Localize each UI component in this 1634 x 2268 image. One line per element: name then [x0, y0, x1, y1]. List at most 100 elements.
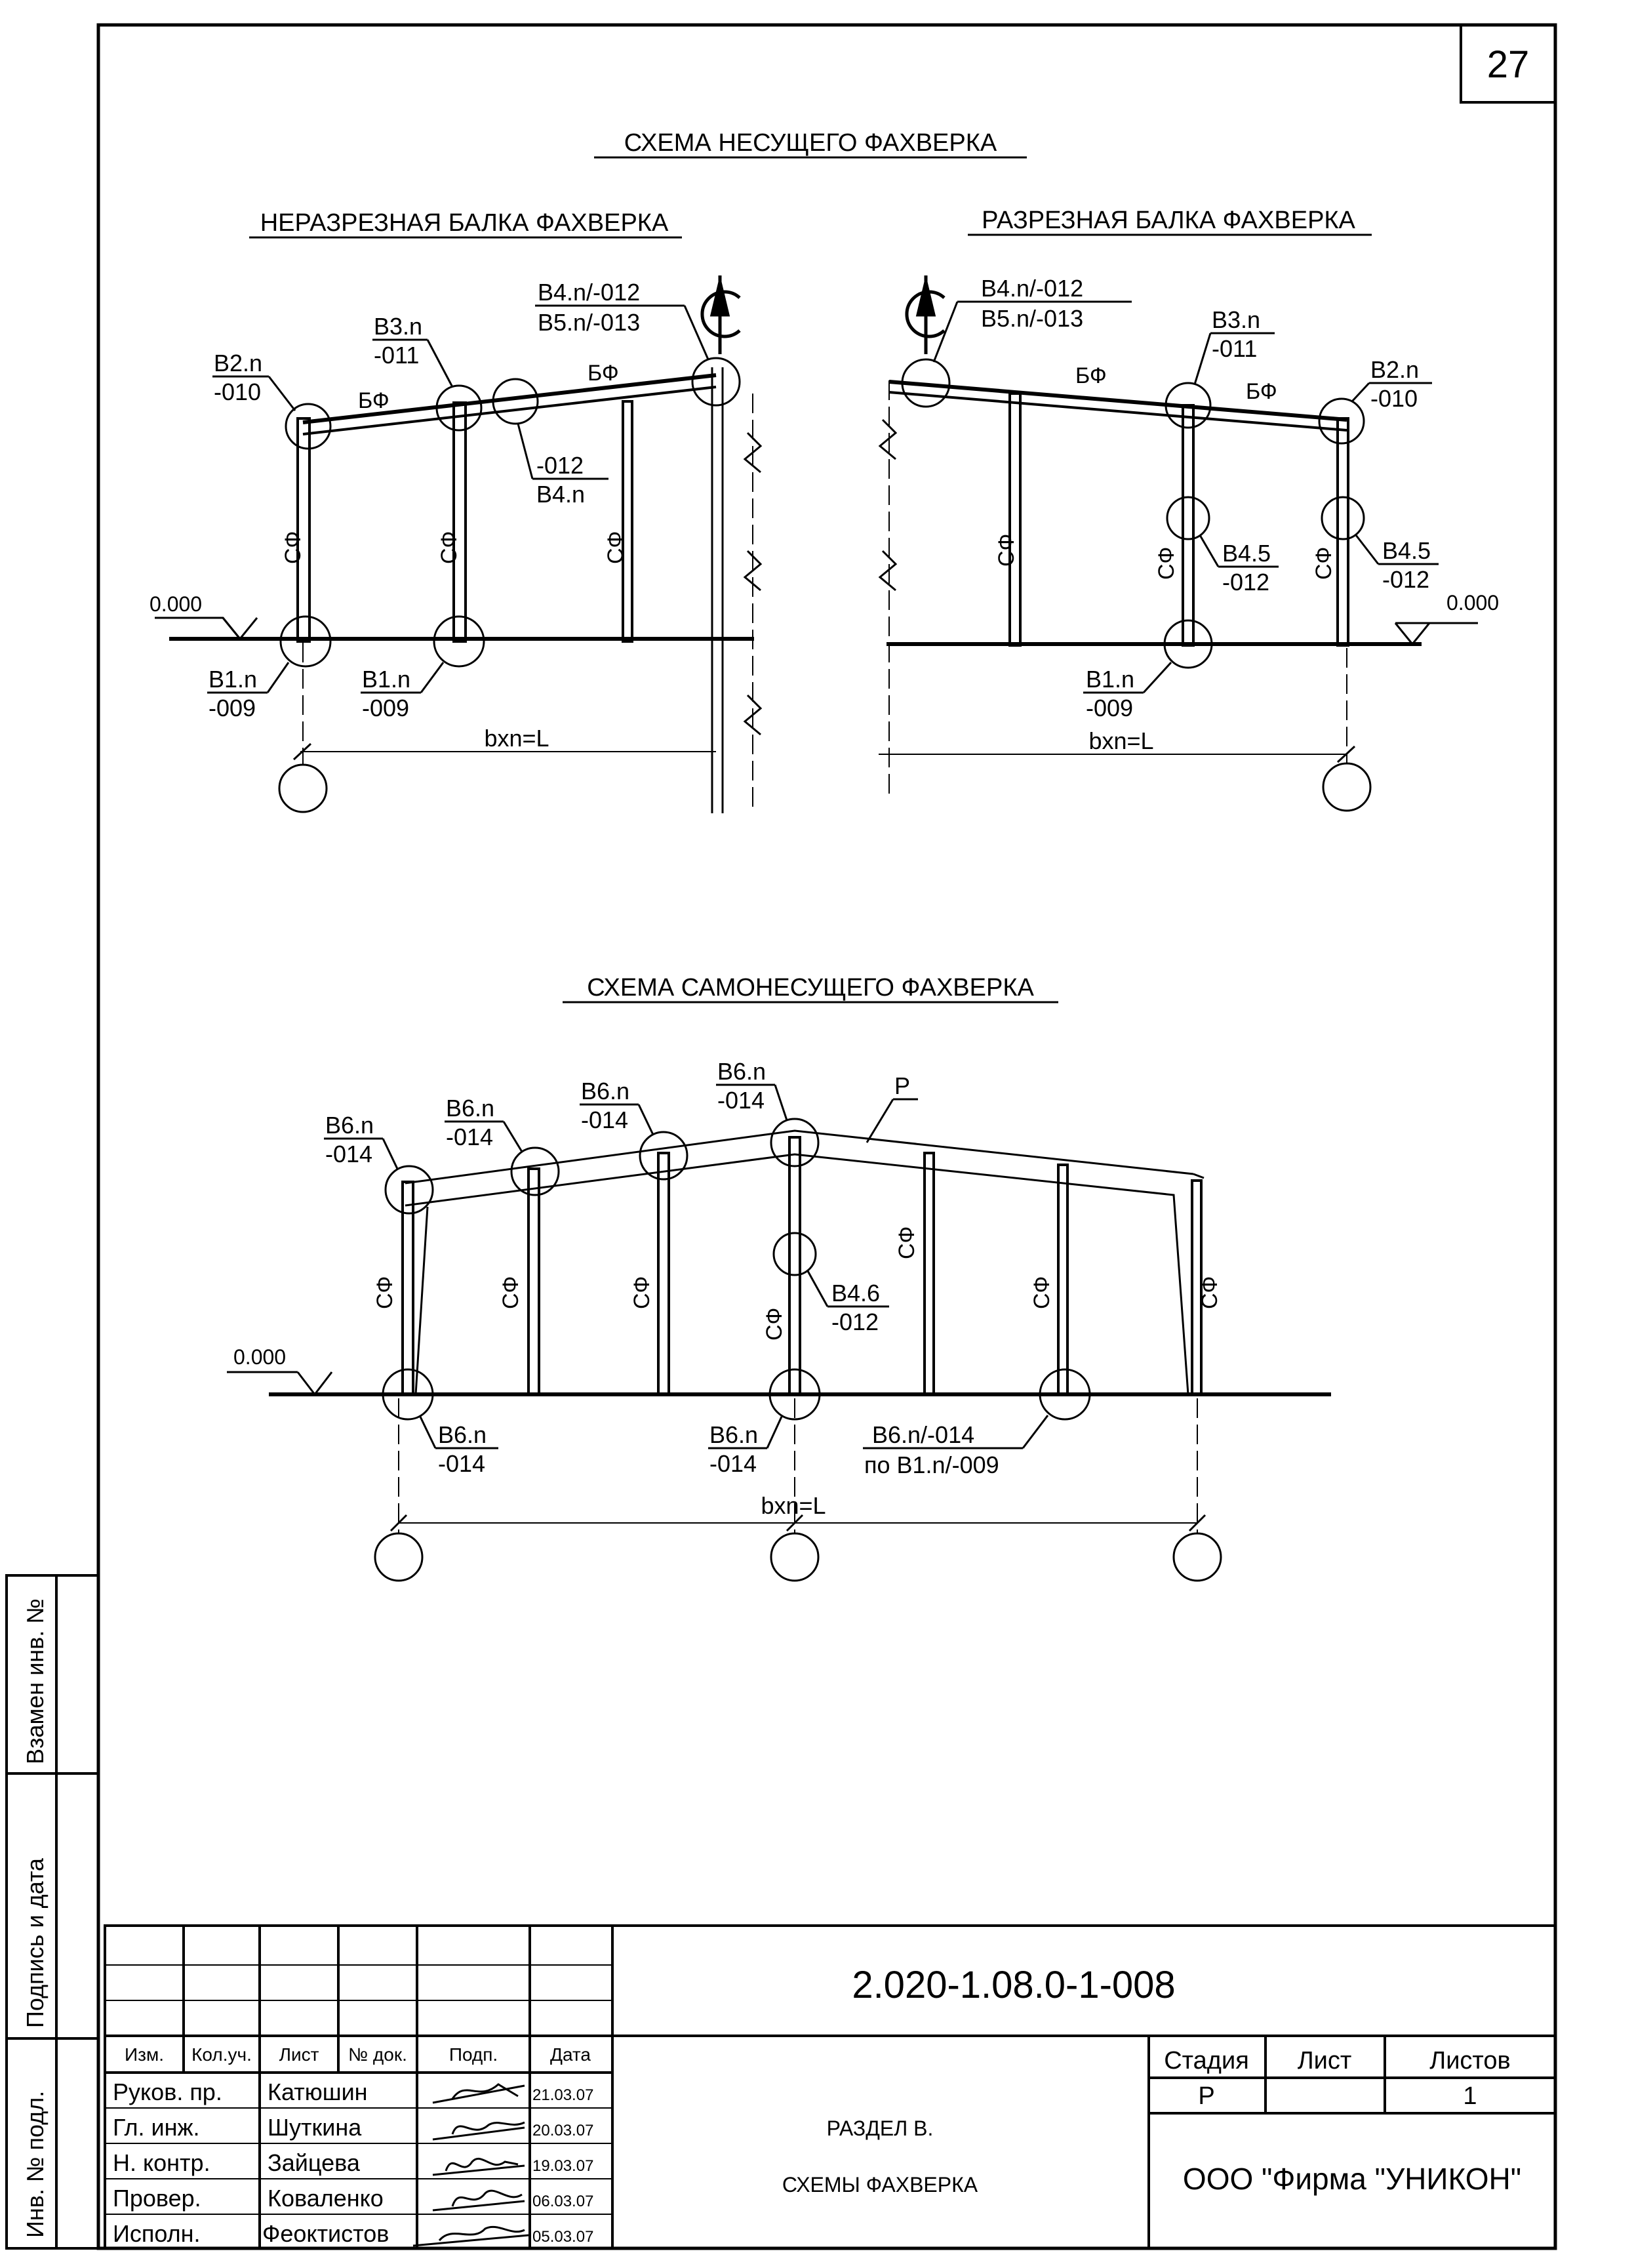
label-b2n-2: В2.n	[1370, 356, 1419, 383]
label-m012-2b: -012	[1382, 566, 1429, 593]
diagram-self-bearing-labels: В6.n -014 В6.n -014 В6.n -014 В6.n -014 …	[233, 1058, 1222, 1519]
label-b6n-3e: В6.n	[438, 1421, 487, 1448]
axis-bubble-3a	[374, 1532, 424, 1582]
label-b45-2a: В4.5	[1222, 540, 1271, 567]
side-stamp	[5, 1574, 100, 2250]
title-split-beam: РАЗРЕЗНАЯ БАЛКА ФАХВЕРКА	[982, 207, 1355, 234]
label-b6n-3a: В6.n	[325, 1112, 374, 1139]
label-m009-2: -009	[1086, 695, 1133, 721]
axis-bubble-3b	[770, 1532, 820, 1582]
node-b6n-3a	[384, 1165, 434, 1215]
column-3-5	[923, 1152, 935, 1396]
table-row: Гл. инж. Шуткина 20.03.07	[113, 2114, 593, 2141]
svg-text:Катюшин: Катюшин	[268, 2078, 368, 2105]
title-self-bearing: СХЕМА САМОНЕСУЩЕГО ФАХВЕРКА	[587, 974, 1034, 1002]
diagram-continuous-beam	[155, 357, 763, 813]
svg-text:06.03.07: 06.03.07	[532, 2193, 593, 2210]
label-span-3: bxn=L	[761, 1492, 826, 1519]
label-column-3a: СФ	[372, 1276, 397, 1309]
label-level-2: 0.000	[1446, 591, 1499, 615]
label-m011-2: -011	[1212, 335, 1257, 362]
svg-text:Шуткина: Шуткина	[268, 2114, 362, 2141]
label-b5n-013-1: В5.n/-013	[538, 309, 640, 336]
label-column-2c: СФ	[1311, 547, 1336, 580]
label-b6n-3c: В6.n	[581, 1078, 629, 1104]
label-column-3e: СФ	[894, 1226, 919, 1259]
table-row: Н. контр. Зайцева 19.03.07	[113, 2149, 593, 2176]
sheets-value: 1	[1463, 2082, 1477, 2110]
axis-bubble-2	[1322, 762, 1372, 812]
north-arrow-icon-1	[700, 275, 741, 354]
title-block-rows: Руков. пр. Катюшин 21.03.07 Гл. инж. Шут…	[113, 2078, 593, 2247]
node-b5n-1	[691, 357, 741, 407]
node-b6n-3c	[639, 1131, 688, 1181]
svg-text:Изм.: Изм.	[125, 2044, 164, 2065]
label-b1n-1b: В1.n	[362, 666, 410, 693]
svg-text:05.03.07: 05.03.07	[532, 2228, 593, 2246]
sheet-frame	[96, 23, 1557, 2250]
svg-text:20.03.07: 20.03.07	[532, 2122, 593, 2139]
label-b3n-2: В3.n	[1212, 306, 1260, 333]
svg-text:Подп.: Подп.	[449, 2044, 498, 2065]
label-b5n-013-2: В5.n/-013	[981, 305, 1083, 332]
label-b4n-012-2: В4.n/-012	[981, 275, 1083, 302]
label-b45-2b: В4.5	[1382, 537, 1431, 564]
sheet-number-box: 27	[1460, 24, 1557, 104]
sheet-number: 27	[1487, 43, 1530, 86]
label-column-1a: СФ	[281, 531, 306, 564]
svg-text:19.03.07: 19.03.07	[532, 2157, 593, 2175]
column-3-3	[657, 1152, 670, 1396]
column-3-4	[788, 1136, 801, 1396]
svg-text:Коваленко: Коваленко	[268, 2185, 384, 2212]
node-b2n-1	[285, 403, 332, 450]
label-m012-1: -012	[536, 452, 584, 479]
diagram-continuous-beam-labels: В2.n -010 В3.n -011 БФ БФ -012 В4.n В4.n…	[149, 279, 709, 752]
label-span-1: bxn=L	[484, 725, 549, 752]
label-b6n-014-3g: В6.n/-014	[872, 1421, 974, 1448]
title-block-headers: Изм. Кол.уч. Лист № док. Подп. Дата	[125, 2044, 591, 2065]
svg-text:№ док.: № док.	[348, 2044, 407, 2065]
side-stamp-signature: Подпись и дата	[22, 1857, 49, 2028]
table-row: Провер. Коваленко 06.03.07	[113, 2185, 593, 2212]
label-column-1c: СФ	[603, 531, 628, 564]
axis-bubble-3c	[1172, 1532, 1222, 1582]
label-beam-1b: БФ	[588, 361, 619, 386]
svg-text:Дата: Дата	[550, 2044, 591, 2065]
diagram-split-beam	[878, 358, 1478, 812]
label-m014-3b: -014	[446, 1124, 493, 1150]
label-frame: Р	[894, 1072, 910, 1099]
column-2-3	[1336, 417, 1349, 647]
node-b3n-1	[435, 384, 483, 432]
column-2-2	[1182, 404, 1195, 647]
svg-text:Лист: Лист	[279, 2044, 319, 2065]
column-3-6	[1057, 1164, 1069, 1396]
svg-text:Провер.: Провер.	[113, 2185, 201, 2212]
node-b4n-1	[492, 378, 539, 425]
label-column-3f: СФ	[1029, 1276, 1054, 1309]
label-m010-1: -010	[214, 378, 261, 405]
column-3-2	[527, 1167, 540, 1396]
title-block-grid	[104, 1924, 1557, 2250]
title-load-bearing: СХЕМА НЕСУЩЕГО ФАХВЕРКА	[624, 129, 997, 157]
column-3-7	[1191, 1179, 1203, 1396]
section-name: СХЕМЫ ФАХВЕРКА	[782, 2173, 978, 2197]
label-level-1: 0.000	[149, 592, 202, 616]
sheet-header: Лист	[1298, 2047, 1352, 2075]
table-row: Руков. пр. Катюшин 21.03.07	[113, 2078, 593, 2105]
node-b6n-3d	[770, 1118, 820, 1167]
label-m014-3f: -014	[709, 1450, 757, 1477]
column-1-1	[296, 417, 311, 643]
svg-text:Гл. инж.: Гл. инж.	[113, 2114, 200, 2141]
label-m014-3d: -014	[717, 1087, 765, 1114]
label-beam-1a: БФ	[358, 388, 389, 413]
label-b46-3: В4.6	[831, 1280, 880, 1306]
label-level-3: 0.000	[233, 1345, 286, 1369]
frame-bottom	[405, 1153, 1189, 1395]
label-b6n-3f: В6.n	[709, 1421, 758, 1448]
label-b6n-3d: В6.n	[717, 1058, 766, 1085]
side-stamp-inventory: Инв. № подл.	[22, 2091, 49, 2238]
label-m010-2: -010	[1370, 385, 1418, 412]
sheets-header: Листов	[1429, 2047, 1510, 2075]
title-continuous-beam: НЕРАЗРЕЗНАЯ БАЛКА ФАХВЕРКА	[260, 209, 669, 237]
svg-text:Исполн.: Исполн.	[113, 2220, 201, 2247]
